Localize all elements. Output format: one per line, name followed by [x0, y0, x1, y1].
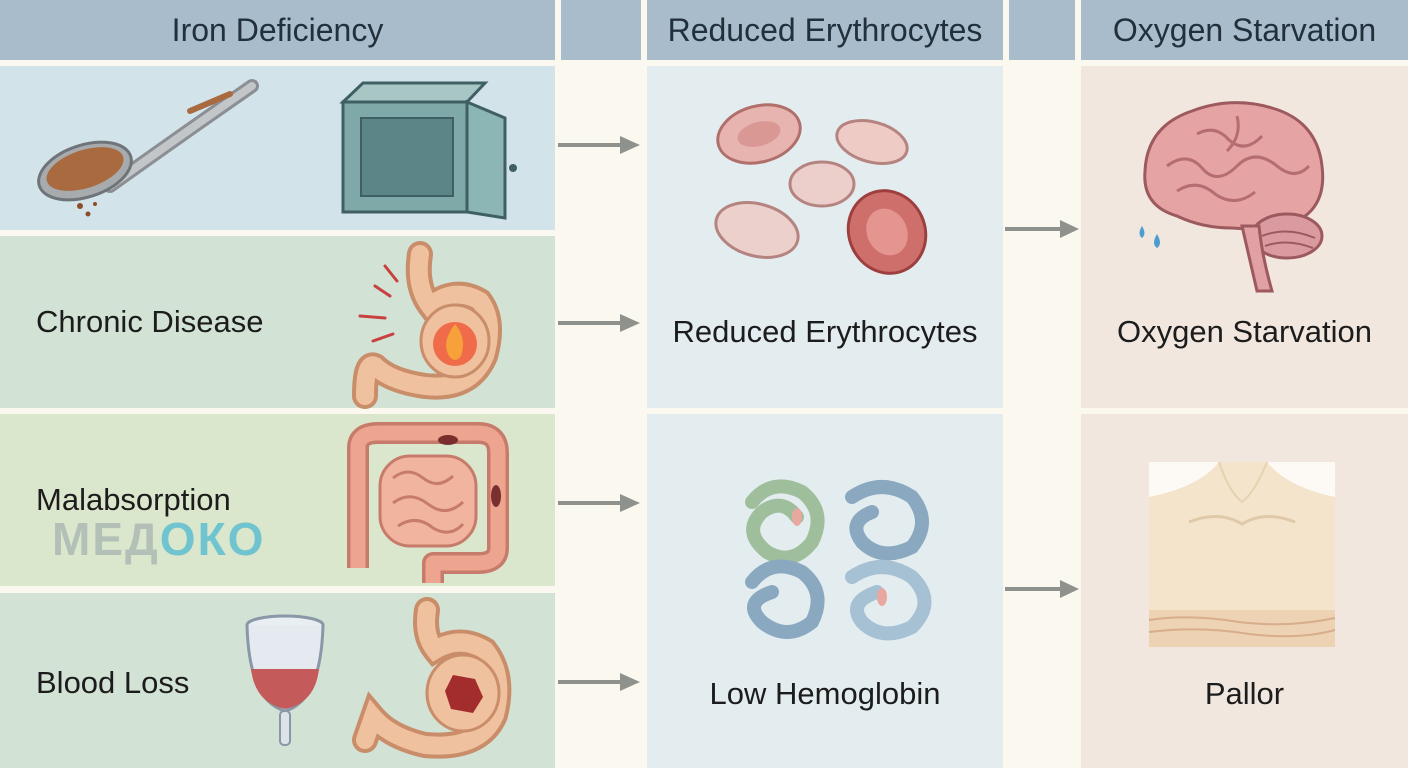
effect-panel-low-hemoglobin: Low Hemoglobin: [647, 414, 1003, 768]
header-iron-deficiency: Iron Deficiency: [0, 0, 555, 60]
pallor-label: Pallor: [1204, 676, 1285, 711]
brain-icon: [1139, 101, 1325, 293]
red-blood-cells-icon: [714, 103, 928, 275]
header-spacer-1: [561, 0, 641, 60]
blood-loss-label: Blood Loss: [36, 665, 190, 700]
empty-safe-icon: [339, 81, 517, 220]
intestines-icon: [347, 422, 509, 583]
cause-row-chronic-disease: Chronic Disease: [0, 236, 555, 409]
arrow-malabsorption-to-hemoglobin: [558, 494, 640, 512]
malabsorption-label: Malabsorption: [36, 482, 231, 517]
arrow-erythrocytes-to-oxygen-starvation: [1005, 220, 1079, 238]
pale-chest-icon: [1148, 461, 1336, 647]
arrow-bloodloss-to-hemoglobin: [558, 673, 640, 691]
medoko-watermark: МЕДОКО: [52, 513, 266, 565]
arrow-diet-to-erythrocytes: [558, 136, 640, 154]
reduced-erythrocytes-label: Reduced Erythrocytes: [672, 314, 978, 349]
cause-row-malabsorption: Malabsorption: [0, 414, 555, 586]
low-hemoglobin-label: Low Hemoglobin: [709, 676, 941, 711]
hemoglobin-icon: [745, 479, 932, 641]
arrow-chronic-to-erythrocytes: [558, 314, 640, 332]
chronic-disease-label: Chronic Disease: [36, 304, 264, 339]
menstrual-cup-icon: [245, 614, 325, 746]
arrow-hemoglobin-to-pallor: [1005, 580, 1079, 598]
header-oxygen-starvation: Oxygen Starvation: [1081, 0, 1408, 60]
header-reduced-erythrocytes: Reduced Erythrocytes: [647, 0, 1003, 60]
outcome-panel-oxygen-starvation: Oxygen Starvation: [1081, 66, 1408, 408]
cause-row-diet: [0, 66, 555, 230]
cause-row-blood-loss: Blood Loss: [0, 593, 555, 768]
oxygen-starvation-label: Oxygen Starvation: [1116, 314, 1373, 349]
effect-panel-reduced-erythrocytes: Reduced Erythrocytes: [647, 66, 1003, 408]
spoon-icon: [37, 79, 259, 217]
inflamed-stomach-icon: [352, 241, 502, 409]
outcome-panel-pallor: Pallor: [1081, 414, 1408, 768]
bleeding-stomach-icon: [352, 597, 512, 759]
header-spacer-2: [1009, 0, 1075, 60]
